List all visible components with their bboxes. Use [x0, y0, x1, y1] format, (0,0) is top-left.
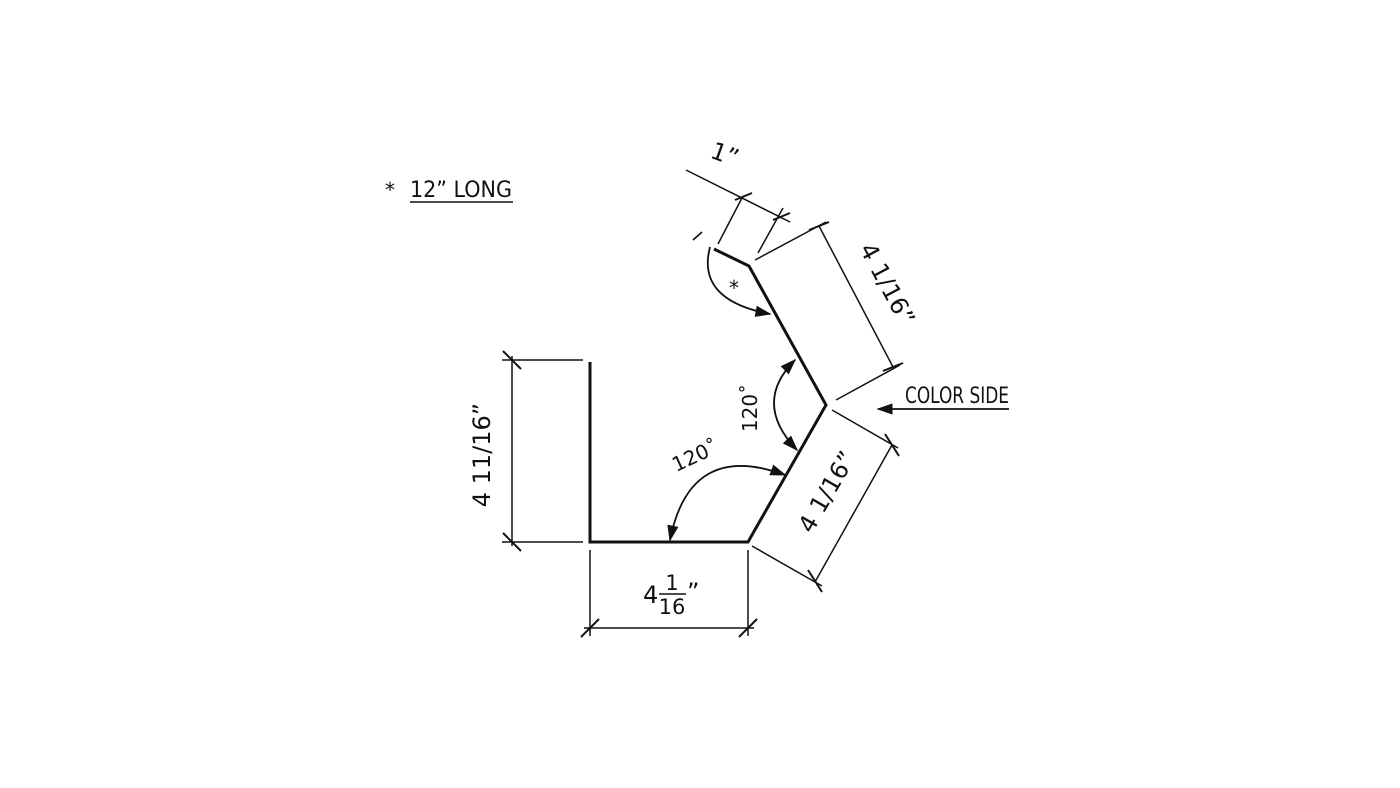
bottom-width-inch-mark: ” [687, 578, 699, 606]
hem-angle-arc [706, 246, 772, 317]
middle-angle-label: 120˚ [738, 384, 762, 432]
left-height-label: 4 11/16” [468, 403, 496, 508]
right-upper-label: 4 1/16” [854, 238, 921, 330]
hem-asterisk: * [729, 276, 739, 300]
note-length: 12” LONG [410, 178, 512, 203]
left-height-dimension [502, 350, 583, 552]
right-lower-label: 4 1/16” [793, 446, 862, 537]
bottom-width-denominator: 16 [659, 595, 686, 619]
bottom-width-dimension [580, 550, 758, 638]
color-side-label: COLOR SIDE [905, 384, 1009, 409]
bottom-width-whole-num: 4 [643, 581, 658, 609]
hem-label: 1” [707, 137, 743, 173]
profile-outline [588, 247, 828, 544]
bottom-width-label: 4 1 16 ” [643, 571, 699, 619]
hem-dimension [685, 169, 791, 254]
bottom-width-numerator: 1 [665, 571, 678, 595]
right-upper-dimension [754, 221, 904, 401]
bottom-angle-arc [667, 464, 787, 542]
hem-arc-tick [692, 231, 703, 241]
note-asterisk: * [385, 178, 395, 202]
middle-angle-arc [773, 358, 799, 452]
right-lower-dimension [751, 409, 900, 593]
